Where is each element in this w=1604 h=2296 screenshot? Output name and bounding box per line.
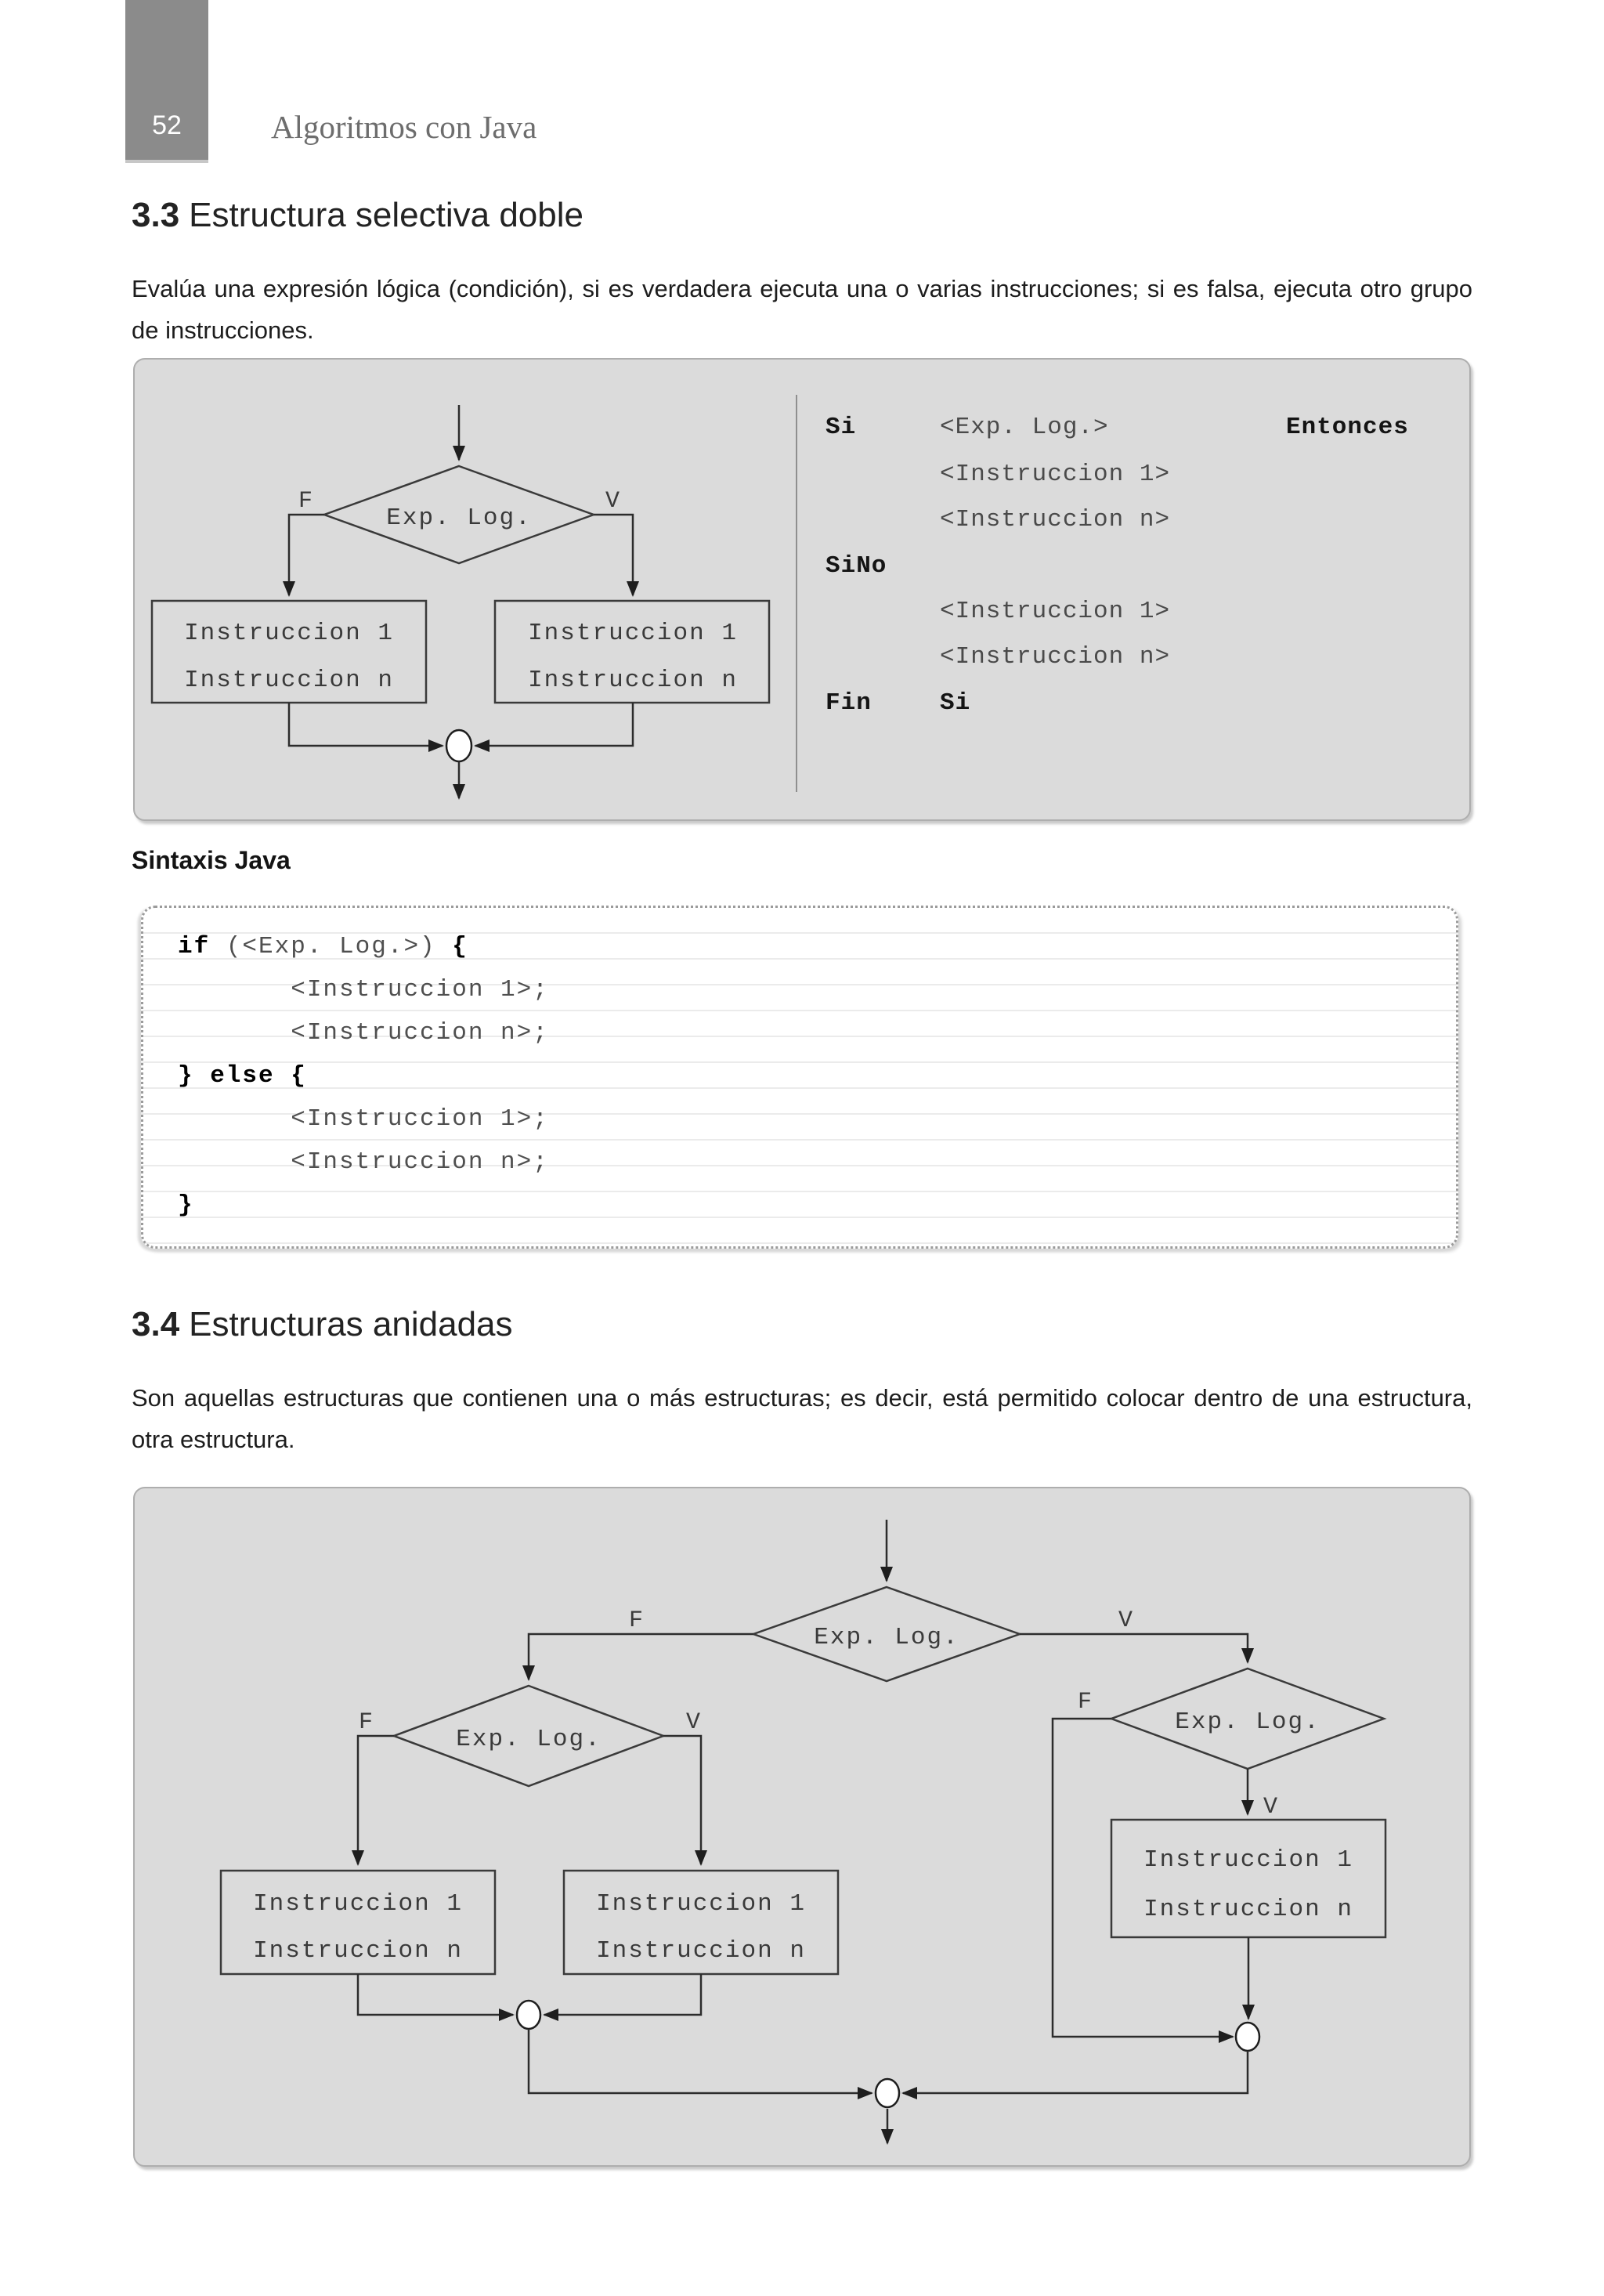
pseudo-else-line2: <Instruccion n> [940,643,1171,671]
section-title: Estructura selectiva doble [189,196,583,234]
process-box-1-line2: Instruccion n [253,1937,463,1965]
process-box-true-line2: Instruccion n [528,667,738,694]
process-box-false-line1: Instruccion 1 [184,620,394,647]
panel-nested-structures: Exp. Log. F V Exp. Log. F V Instruccion … [133,1487,1471,2167]
pseudo-expression: <Exp. Log.> [940,414,1109,441]
page-number: 52 [152,110,182,140]
flow-line-box1-join [356,1974,515,2021]
process-box-1 [219,1869,497,1976]
flow-line-box2-join [543,1974,703,2021]
process-box-2-line2: Instruccion n [596,1937,806,1965]
code-line-7-close-brace: } [178,1191,194,1219]
condition-label: Exp. Log. [386,504,531,532]
code-line-2: <Instruccion 1>; [178,976,549,1003]
flow-line-false-join [287,703,444,752]
section-3-3-paragraph: Evalúa una expresión lógica (condición),… [132,275,1472,344]
true-label-left: V [686,1709,700,1736]
book-title: Algoritmos con Java [271,109,537,145]
true-label-right: V [1263,1794,1277,1821]
process-box-false-line2: Instruccion n [184,667,394,694]
flowchart-nested: Exp. Log. F V Exp. Log. F V Instruccion … [219,1520,1387,2145]
flow-line-main-true [1020,1633,1254,1664]
code-open-brace: { [452,933,468,960]
section-3-4-paragraph: Son aquellas estructuras que contienen u… [132,1384,1472,1453]
true-label: V [605,488,620,515]
junction-connector-bottom [874,2077,901,2109]
flowchart-if-else: Exp. Log. F V Instruccion 1 Instruccion … [150,395,797,800]
code-line-6: <Instruccion n>; [178,1148,549,1176]
process-box-true [493,599,771,704]
code-condition: (<Exp. Log.>) [210,933,453,960]
condition-label-right: Exp. Log. [1175,1708,1320,1736]
flow-line-true-join [474,703,634,752]
code-line-3: <Instruccion n>; [178,1019,549,1047]
page-number-block: 52 [125,0,208,163]
pseudo-keyword-sino: SiNo [825,552,887,580]
flow-line-right-false [1051,1717,1234,2043]
flow-line-right-final-join [901,2051,1249,2099]
false-label: F [298,488,312,515]
pseudo-keyword-si: Si [825,414,857,441]
decision-diamond [321,465,597,565]
decision-diamond-main [750,1586,1023,1683]
condition-label-left: Exp. Log. [456,1726,601,1753]
pseudo-then-line1: <Instruccion 1> [940,461,1171,488]
junction-connector [445,729,473,763]
process-box-true-line1: Instruccion 1 [528,620,738,647]
decision-diamond-left [391,1684,667,1788]
flow-line-left-true [663,1734,707,1866]
flow-line-left-false [352,1734,394,1866]
true-label-main: V [1118,1607,1133,1634]
java-code-block: if (<Exp. Log.>) { <Instruccion 1>; <Ins… [141,906,1458,1249]
pseudo-then-line2: <Instruccion n> [940,506,1171,533]
flow-line-left-final-join [527,2029,873,2099]
flow-line-main-false [522,1633,753,1681]
pseudo-else-line1: <Instruccion 1> [940,598,1171,625]
syntax-heading: Sintaxis Java [132,846,291,874]
process-box-2 [562,1869,840,1976]
pseudo-keyword-fin-si: Si [940,689,971,717]
flow-line-false [283,513,324,597]
code-line-4-else: } else { [178,1062,307,1090]
panel-selective-double: Exp. Log. F V Instruccion 1 Instruccion … [133,358,1471,821]
false-label-left: F [359,1709,373,1736]
section-title: Estructuras anidadas [189,1305,513,1343]
process-box-false [150,599,428,704]
false-label-right: F [1078,1689,1092,1716]
process-box-3-line1: Instruccion 1 [1143,1846,1353,1874]
pseudo-keyword-entonces: Entonces [1286,414,1409,441]
process-box-3 [1110,1818,1387,1939]
process-box-1-line1: Instruccion 1 [253,1890,463,1918]
code-line-5: <Instruccion 1>; [178,1105,549,1133]
flow-line-true [594,513,639,597]
code-line-1: if (<Exp. Log.>) { [178,925,1456,968]
process-box-2-line1: Instruccion 1 [596,1890,806,1918]
junction-connector-right [1234,2021,1261,2052]
condition-label-main: Exp. Log. [814,1624,959,1651]
pseudo-keyword-fin: Fin [825,689,872,717]
section-number: 3.4 [132,1305,180,1343]
code-keyword-if: if [178,933,211,960]
false-label-main: F [629,1607,643,1634]
section-number: 3.3 [132,196,180,234]
process-box-3-line2: Instruccion n [1143,1896,1353,1923]
junction-connector-left [515,1999,542,2030]
